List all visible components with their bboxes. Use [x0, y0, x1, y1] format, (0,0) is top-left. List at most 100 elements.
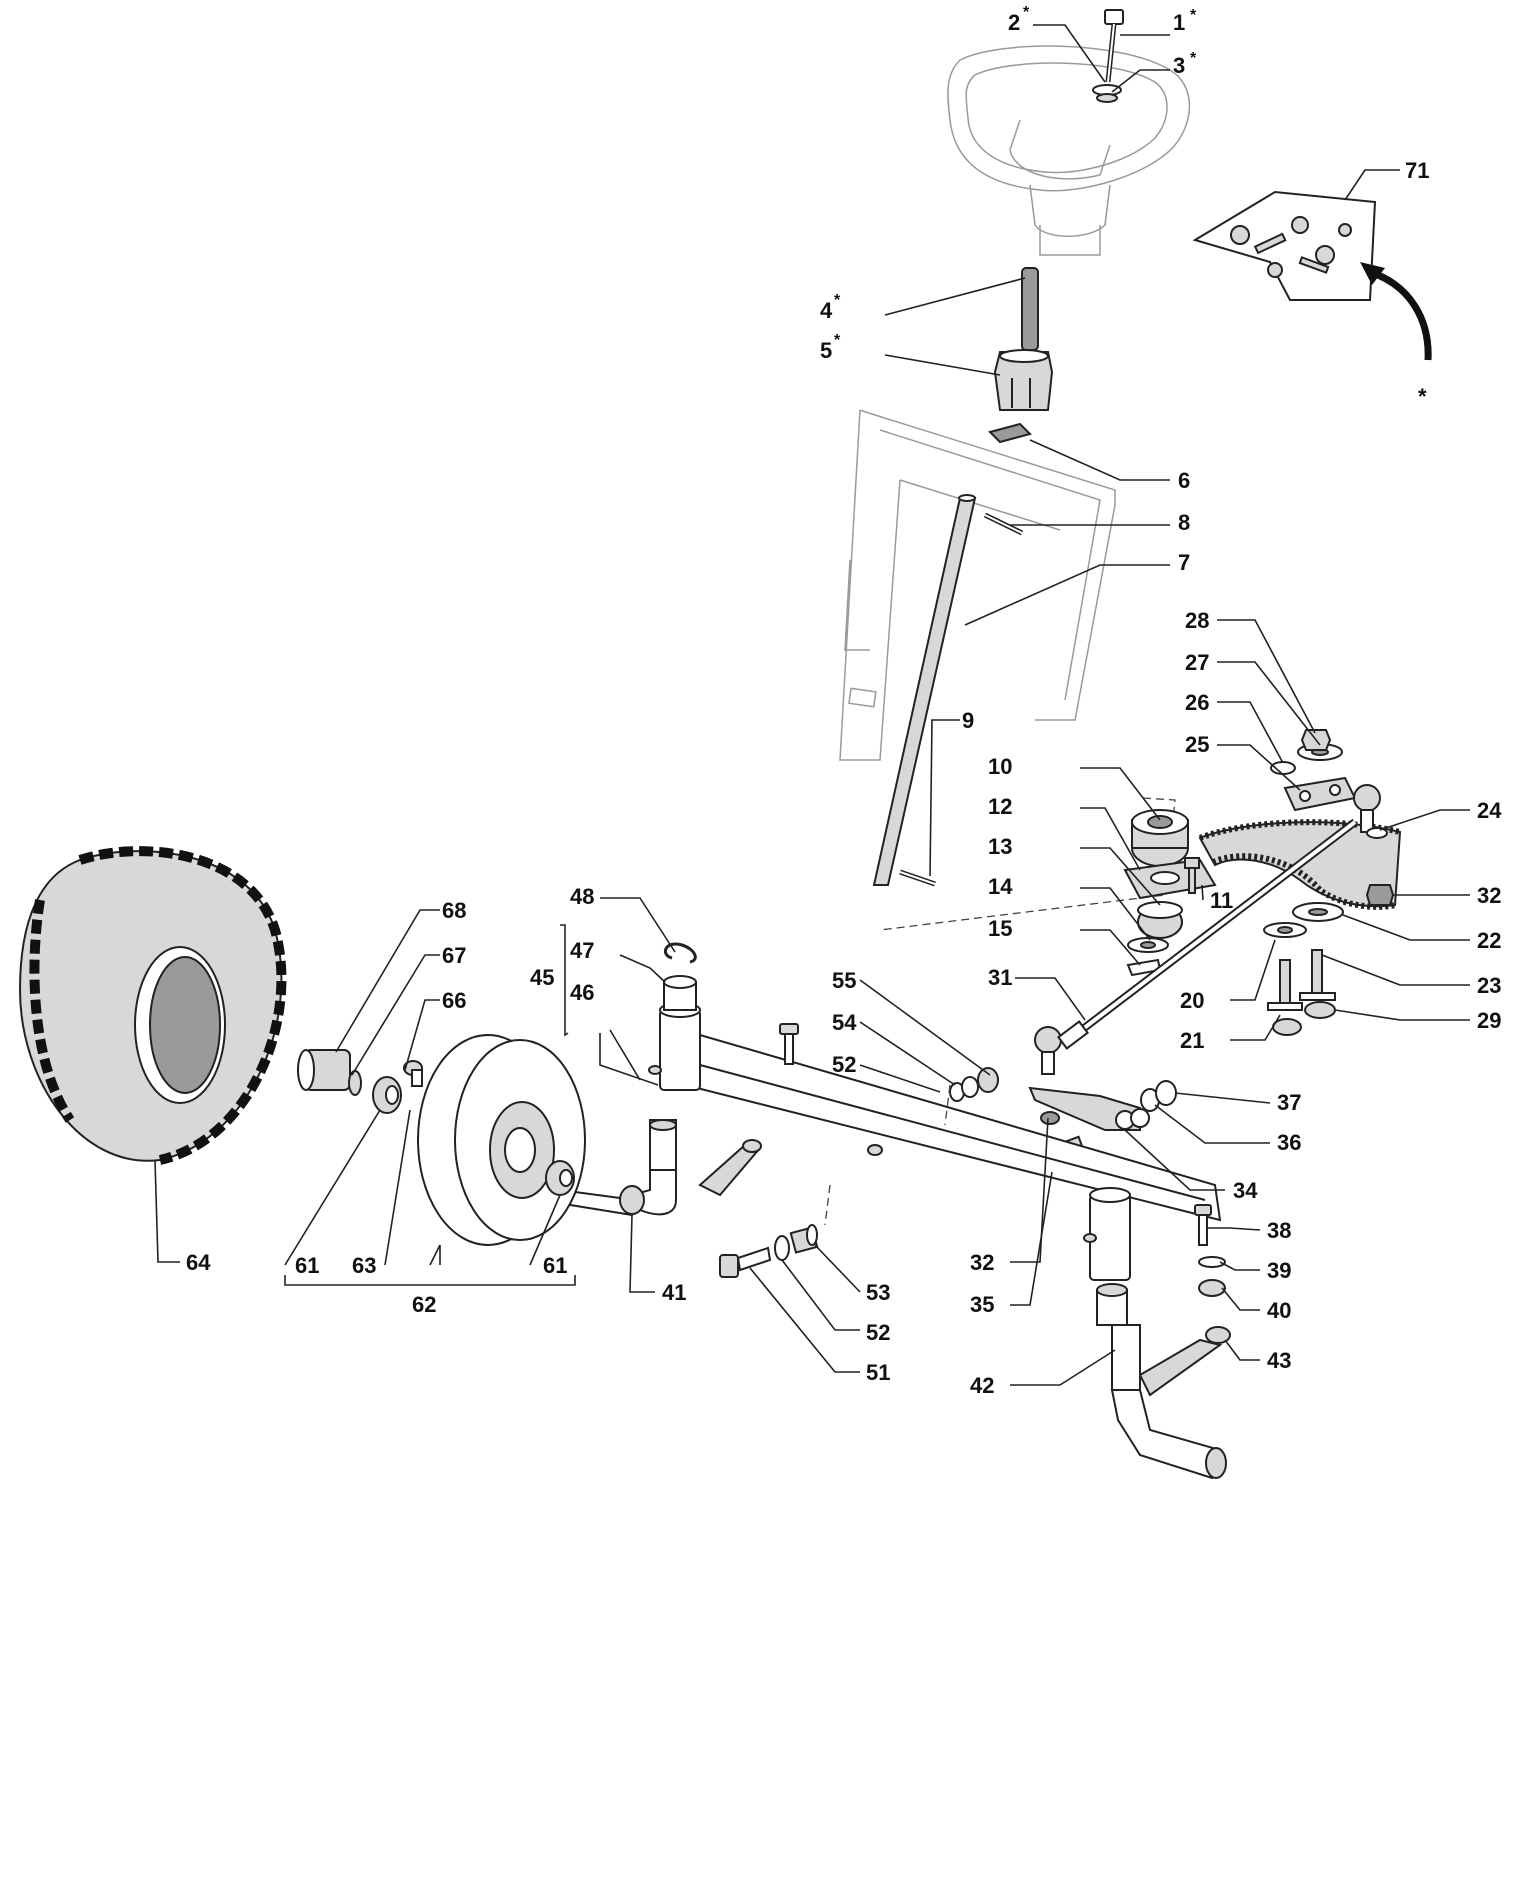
e-clip — [663, 942, 697, 964]
callout-29: 29 — [1477, 1008, 1501, 1033]
bearing-washer — [1127, 937, 1169, 953]
washer-52-lower — [774, 1235, 790, 1261]
callout-25: 25 — [1185, 732, 1209, 757]
callout-53: 53 — [866, 1280, 890, 1305]
tie-rod — [1034, 818, 1358, 1075]
callout-43: 43 — [1267, 1348, 1291, 1373]
callout-35: 35 — [970, 1292, 994, 1317]
nut-32-left — [1040, 1111, 1060, 1125]
callout-42: 42 — [970, 1373, 994, 1398]
callout-64: 64 — [186, 1250, 211, 1275]
right-spindle — [1096, 1283, 1227, 1480]
axle-left-pivot — [648, 1002, 701, 1091]
washer-20 — [1263, 922, 1307, 938]
axle-bolt-46 — [779, 1023, 799, 1065]
wheel-spacer-68 — [297, 1049, 351, 1091]
pivot-bolt-51 — [719, 1246, 772, 1278]
callout-27: 27 — [1185, 650, 1209, 675]
callout-6: 6 — [1178, 468, 1190, 493]
callout-3-star: * — [1190, 50, 1197, 67]
callout-9: 9 — [962, 708, 974, 733]
callout-26: 26 — [1185, 690, 1209, 715]
callout-52-lower: 52 — [866, 1320, 890, 1345]
callout-20: 20 — [1180, 988, 1204, 1013]
shaft-pin — [983, 512, 1024, 536]
callout-47: 47 — [570, 938, 594, 963]
kit-arrow-icon — [1360, 262, 1432, 361]
stud-21 — [1267, 959, 1303, 1011]
dashboard-frame-outline — [839, 409, 1116, 761]
callout-61-right: 61 — [543, 1253, 567, 1278]
nut-21b — [1272, 1018, 1302, 1036]
callout-66: 66 — [442, 988, 466, 1013]
callout-37: 37 — [1277, 1090, 1301, 1115]
washer-67 — [348, 1070, 362, 1096]
washer-54 — [961, 1076, 979, 1098]
callout-22: 22 — [1477, 928, 1501, 953]
left-spindle — [556, 1119, 762, 1217]
callout-71: 71 — [1405, 158, 1429, 183]
steering-wheel — [947, 45, 1191, 256]
stud-23 — [1299, 949, 1336, 1001]
callout-46: 46 — [570, 980, 594, 1005]
nut-55 — [977, 1067, 999, 1093]
callout-21: 21 — [1180, 1028, 1204, 1053]
gear-bracket — [1123, 858, 1217, 900]
callout-2-star: * — [1023, 4, 1030, 21]
washer-39 — [1198, 1256, 1226, 1268]
callout-31: 31 — [988, 965, 1012, 990]
steering-shaft — [872, 494, 977, 886]
callout-32-left: 32 — [970, 1250, 994, 1275]
steering-arm — [1028, 1086, 1150, 1131]
tire — [18, 846, 287, 1165]
callout-12: 12 — [988, 794, 1012, 819]
callout-labels: 1 * 2 * 3 * 4 * 5 * 6 7 8 9 10 11 12 13 … — [186, 4, 1502, 1398]
callout-38: 38 — [1267, 1218, 1291, 1243]
washer-22 — [1292, 902, 1344, 922]
callout-39: 39 — [1267, 1258, 1291, 1283]
spacer-axis-line — [824, 1184, 831, 1226]
callout-15: 15 — [988, 916, 1012, 941]
callout-1-star: * — [1190, 7, 1197, 24]
grease-fitting-66 — [403, 1060, 423, 1087]
callout-45: 45 — [530, 965, 554, 990]
callout-11: 11 — [1210, 888, 1233, 913]
bearing-bushing — [1137, 901, 1183, 939]
kit-asterisk-marker: * — [1418, 384, 1427, 409]
steering-bushing — [993, 349, 1054, 411]
callout-48: 48 — [570, 884, 594, 909]
axle-bushing — [663, 975, 697, 1011]
gear-spacer-plate — [1283, 776, 1357, 812]
axle-right-pivot — [1083, 1187, 1131, 1281]
callout-36: 36 — [1277, 1130, 1301, 1155]
nut-32-right — [1365, 884, 1395, 906]
callout-14: 14 — [988, 874, 1013, 899]
callout-63: 63 — [352, 1253, 376, 1278]
upper-steering-shaft — [1021, 267, 1039, 351]
nut-40 — [1198, 1279, 1226, 1297]
nut-24 — [1366, 827, 1388, 839]
callout-10: 10 — [988, 754, 1012, 779]
nut-37 — [1155, 1080, 1177, 1106]
callout-1: 1 — [1173, 10, 1185, 35]
callout-8: 8 — [1178, 510, 1190, 535]
callout-28: 28 — [1185, 608, 1209, 633]
pinion-gear — [1131, 809, 1189, 867]
leader-lines — [154, 24, 1470, 1386]
steering-wheel-bolt — [1092, 9, 1124, 103]
bearing-61-right — [545, 1160, 575, 1196]
callout-41: 41 — [662, 1280, 686, 1305]
bearing-61-left — [372, 1076, 402, 1114]
callout-5-star: * — [834, 332, 841, 349]
spacer-53 — [789, 1224, 819, 1254]
bolt-axis-line — [944, 1084, 951, 1126]
nut-43 — [1205, 1326, 1231, 1344]
callout-5: 5 — [820, 338, 832, 363]
callout-24: 24 — [1477, 798, 1502, 823]
assembly-boundary-line — [879, 797, 1176, 931]
callout-54: 54 — [832, 1010, 857, 1035]
nut-29 — [1304, 1001, 1336, 1019]
hardware-kit-bag — [1192, 190, 1377, 301]
callout-51: 51 — [866, 1360, 890, 1385]
